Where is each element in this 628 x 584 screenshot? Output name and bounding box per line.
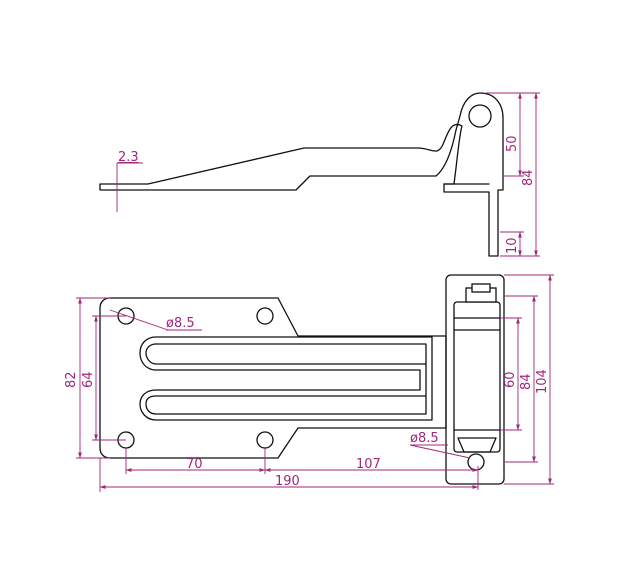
bracket-outline xyxy=(445,274,505,485)
dim-eye-label: 50 xyxy=(505,135,520,152)
dim-hole-right-label: ø8.5 xyxy=(410,431,439,446)
dim-bracket-label: 104 xyxy=(535,369,550,394)
dim-hole-right-leader xyxy=(409,444,471,459)
dim-flange-label: 10 xyxy=(505,237,520,254)
dim-bracket-holes-label: 84 xyxy=(519,373,534,390)
side-view xyxy=(99,92,504,257)
dim-pivot-label: 107 xyxy=(356,457,381,472)
knuckle-end-cap xyxy=(457,437,497,453)
dim-hole-left-leader xyxy=(109,309,169,331)
dim-holes-v-label: 64 xyxy=(81,371,96,388)
bolt-stem xyxy=(471,283,491,293)
bracket-hole xyxy=(467,453,485,471)
top-view xyxy=(99,274,505,485)
dim-thickness-label: 2.3 xyxy=(118,150,139,165)
dim-plate-label: 82 xyxy=(64,371,79,388)
plate-rib-outer xyxy=(139,336,433,421)
dim-hole-left-label: ø8.5 xyxy=(166,316,195,331)
dim-knuckle-label: 60 xyxy=(503,371,518,388)
dim-holes-h-label: 70 xyxy=(186,457,203,472)
side-view-pivot-hole xyxy=(468,104,492,128)
plate-hole-top-right xyxy=(256,307,274,325)
dim-overall-label: 190 xyxy=(275,474,300,489)
plate-hole-bottom-right xyxy=(256,431,274,449)
side-view-arm-outline xyxy=(99,92,504,257)
plate-rib-inner xyxy=(145,343,427,415)
dim-side-total-label: 84 xyxy=(521,169,536,186)
mounting-plate-outline xyxy=(99,297,447,459)
